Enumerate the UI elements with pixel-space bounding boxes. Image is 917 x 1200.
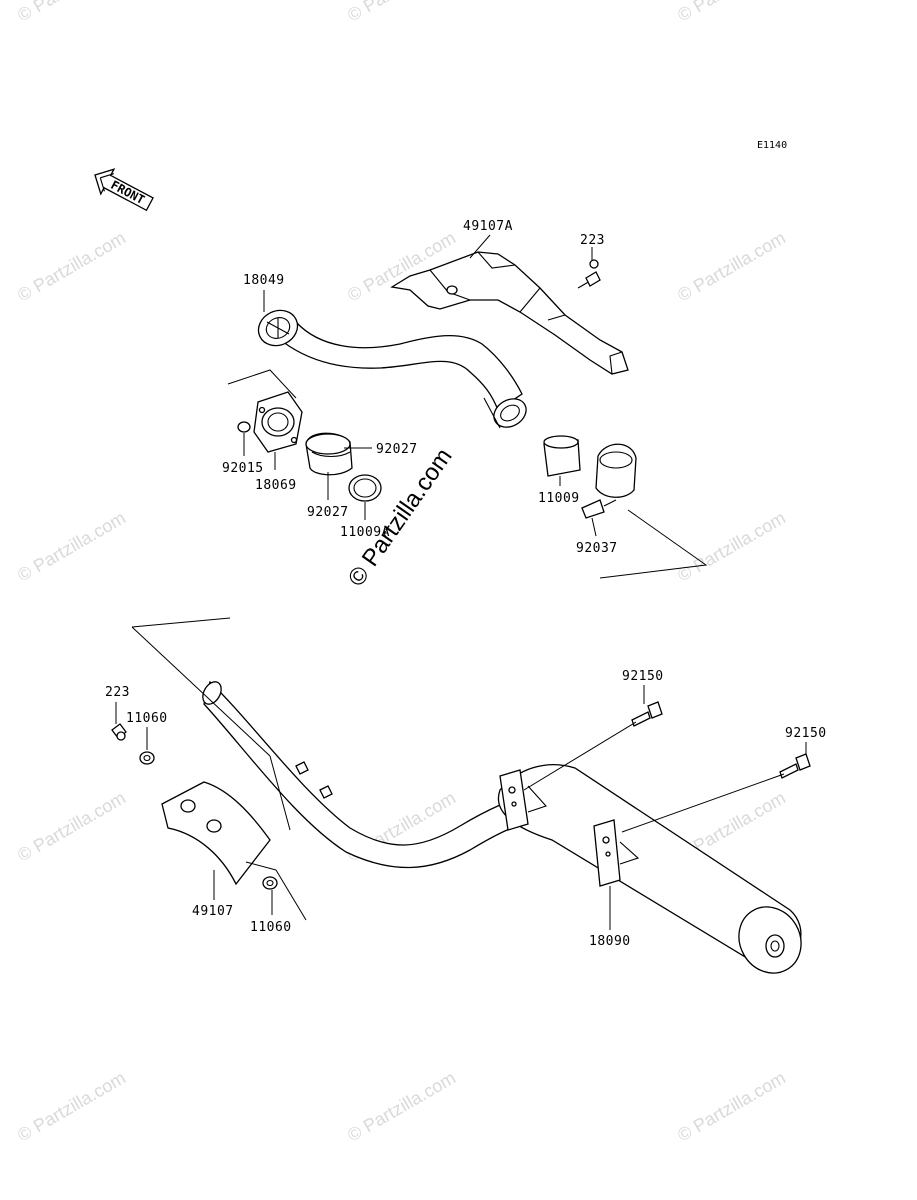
- muffler-18090: [497, 764, 802, 974]
- label-92015: 92015: [222, 461, 264, 476]
- gasket-11009A: [348, 474, 382, 502]
- label-223-top: 223: [580, 233, 605, 248]
- bolt-223-left: [111, 723, 127, 741]
- heat-guard-49107: [161, 781, 271, 886]
- watermark: © Partzilla.com: [14, 787, 129, 865]
- watermark: © Partzilla.com: [14, 507, 129, 585]
- label-49107A: 49107A: [463, 219, 513, 234]
- washer-11060-b: [262, 876, 278, 890]
- label-18090: 18090: [589, 934, 631, 949]
- front-arrow-icon: FRONT: [94, 168, 154, 212]
- leader-lines: [115, 234, 807, 930]
- watermark: © Partzilla.com: [674, 1067, 789, 1145]
- diagram-code: E1140: [757, 140, 787, 151]
- label-18069: 18069: [255, 478, 297, 493]
- washer-11060-a: [139, 751, 155, 765]
- label-11060-a: 11060: [126, 711, 168, 726]
- label-11009A: 11009A: [340, 525, 390, 540]
- label-11060-b: 11060: [250, 920, 292, 935]
- watermark: © Partzilla.com: [674, 507, 789, 585]
- bolt-92150-a: [631, 701, 663, 727]
- watermark-layer: © Partzilla.com © Partzilla.com © Partzi…: [14, 0, 789, 1145]
- label-92150-b: 92150: [785, 726, 827, 741]
- gasket-92027: [305, 432, 353, 476]
- watermark: © Partzilla.com: [14, 1067, 129, 1145]
- label-92027-a: 92027: [376, 442, 418, 457]
- heat-guard-49107A: [390, 251, 629, 375]
- nut-92015: [237, 421, 251, 433]
- watermark: © Partzilla.com: [14, 227, 129, 305]
- watermark: © Partzilla.com: [344, 1067, 459, 1145]
- clamp-92037: [581, 443, 637, 519]
- label-92150-a: 92150: [622, 669, 664, 684]
- label-49107: 49107: [192, 904, 234, 919]
- front-label: FRONT: [108, 178, 146, 207]
- label-18049: 18049: [243, 273, 285, 288]
- exhaust-pipe-18049: [257, 309, 527, 429]
- flange-18069: [253, 391, 303, 453]
- bolt-223-top: [577, 259, 601, 289]
- bolt-92150-b: [779, 753, 811, 779]
- gasket-11009: [543, 435, 581, 477]
- part-labels: 49107A 223 18049 92027 92015 18069 92027…: [105, 219, 827, 949]
- watermark: © Partzilla.com: [674, 227, 789, 305]
- label-92037: 92037: [576, 541, 618, 556]
- watermark: © Partzilla.com: [674, 0, 789, 25]
- center-watermark: © Partzilla.com: [343, 443, 458, 591]
- label-11009: 11009: [538, 491, 580, 506]
- label-92027-b: 92027: [307, 505, 349, 520]
- watermark: © Partzilla.com: [344, 0, 459, 25]
- watermark: © Partzilla.com: [14, 0, 129, 25]
- label-223-left: 223: [105, 685, 130, 700]
